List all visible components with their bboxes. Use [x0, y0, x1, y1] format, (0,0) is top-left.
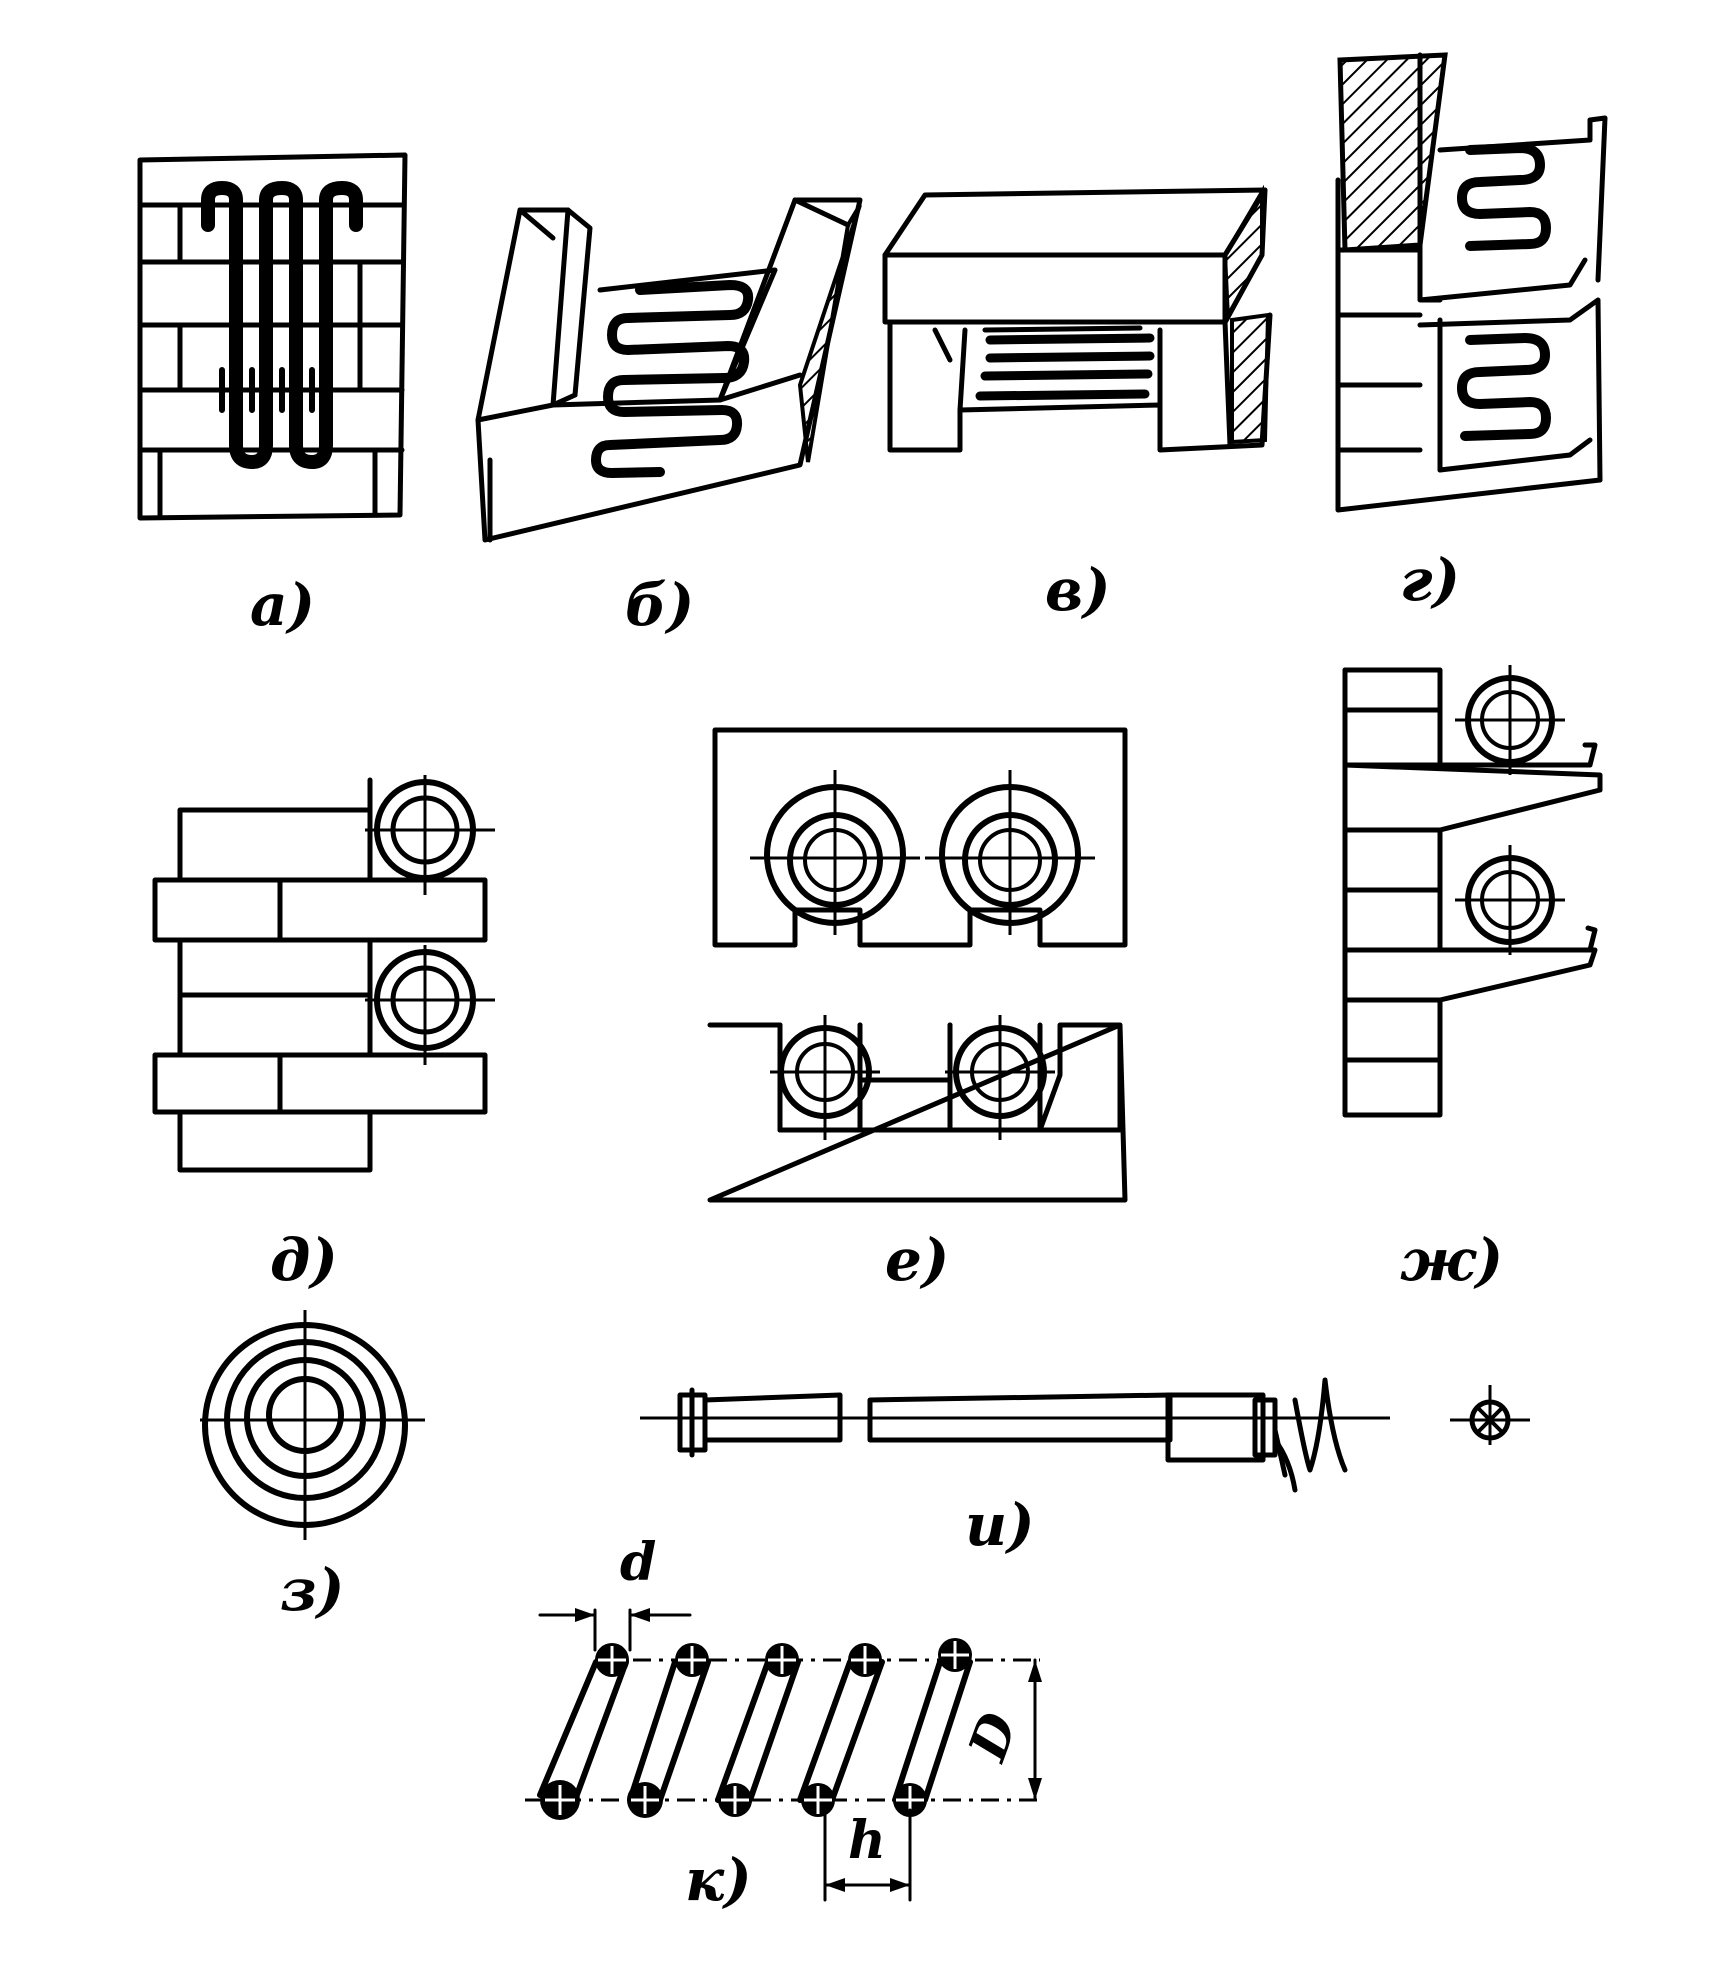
label-z: з) [280, 1556, 344, 1624]
dim-D-label: D [956, 1705, 1029, 1770]
label-a: а) [250, 571, 315, 639]
label-zh: ж) [1400, 1226, 1503, 1294]
tube-element-lower [365, 945, 495, 1065]
panel-i-rod-heater: и) [640, 1377, 1530, 1559]
bracket-tube-upper [1455, 665, 1565, 775]
channel-lower-right [945, 1015, 1055, 1140]
label-e: е) [885, 1226, 949, 1294]
panel-k-spiral-dimensions: d D h к) [525, 1532, 1045, 1914]
label-d: д) [270, 1226, 338, 1294]
tube-element-upper [365, 775, 495, 895]
channel-upper-left [750, 770, 920, 935]
panel-d-wall-tubes: д) [152, 775, 495, 1294]
gear-end-symbol [1450, 1385, 1530, 1445]
channel-upper-right [925, 770, 1095, 935]
label-v: в) [1045, 556, 1111, 624]
panel-zh-wall-brackets: ж) [1342, 665, 1603, 1294]
panel-z-spiral: з) [200, 1310, 425, 1624]
channel-lower-left [770, 1015, 880, 1140]
panel-b-u-block: б) [475, 197, 863, 639]
panel-e-ceramic-blocks: е) [707, 727, 1128, 1294]
label-b: б) [625, 571, 694, 639]
label-g: г) [1400, 546, 1460, 614]
dim-h-label: h [848, 1810, 886, 1871]
panel-g-wall-shelves: г) [1335, 52, 1608, 614]
label-i: и) [965, 1491, 1035, 1559]
bracket-tube-lower [1455, 845, 1565, 955]
dim-d-label: d [620, 1532, 656, 1593]
panel-v-slab-channel: в) [882, 184, 1273, 624]
label-k: к) [685, 1846, 752, 1914]
panel-a-wall-serpentine: а) [137, 152, 408, 639]
